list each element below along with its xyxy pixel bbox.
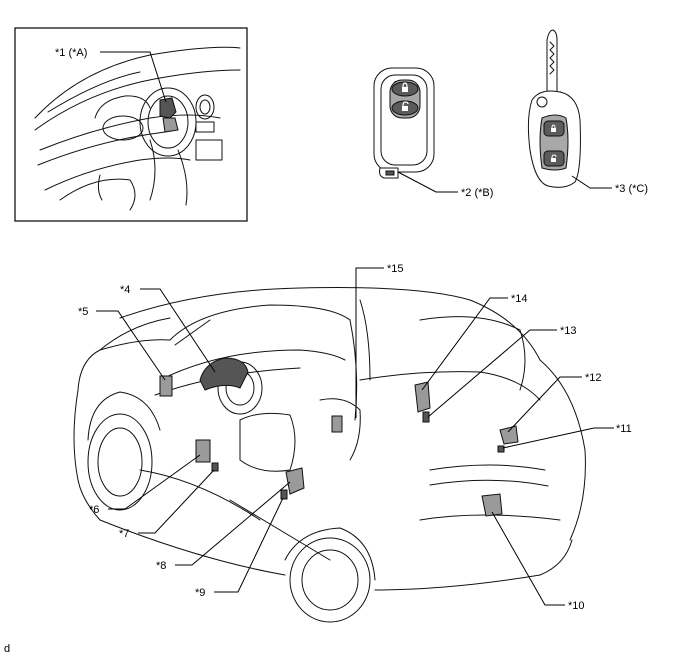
component-14 (414, 381, 431, 413)
callout-4: *4 (120, 284, 130, 296)
leader-lines (96, 51, 614, 606)
vehicle-illustration (73, 287, 586, 623)
component-13 (422, 411, 430, 423)
callout-5: *5 (78, 306, 88, 318)
component-11 (497, 445, 505, 453)
callout-8: *8 (156, 560, 166, 572)
callout-13: *13 (560, 325, 577, 337)
component-15 (331, 415, 343, 433)
combination-meter-part (199, 357, 249, 391)
callout-labels: *1 (*A) *2 (*B) *3 (*C) *4 *5 *6 *7 *8 *… (4, 47, 648, 655)
smart-key-illustration (373, 67, 435, 179)
dashboard-inset (14, 27, 248, 222)
component-6 (195, 439, 211, 463)
callout-12: *12 (585, 372, 602, 384)
component-5 (159, 375, 173, 397)
callout-7: *7 (119, 528, 129, 540)
callout-1: *1 (*A) (55, 47, 87, 59)
callout-3: *3 (*C) (615, 183, 648, 195)
callout-11: *11 (616, 423, 632, 435)
component-9 (280, 489, 288, 500)
component-7 (211, 462, 219, 472)
inset-frame (14, 27, 248, 222)
inset-component-1 (159, 97, 177, 119)
corner-mark: d (4, 643, 10, 655)
callout-6: *6 (89, 504, 99, 516)
callout-10: *10 (568, 600, 585, 612)
callout-9: *9 (195, 587, 205, 599)
callout-2: *2 (*B) (461, 187, 493, 199)
component-10 (481, 493, 503, 517)
component-8 (285, 467, 305, 495)
flip-key-illustration (527, 29, 581, 188)
callout-14: *14 (511, 293, 528, 305)
component-12 (499, 425, 519, 445)
callout-15: *15 (387, 263, 404, 275)
